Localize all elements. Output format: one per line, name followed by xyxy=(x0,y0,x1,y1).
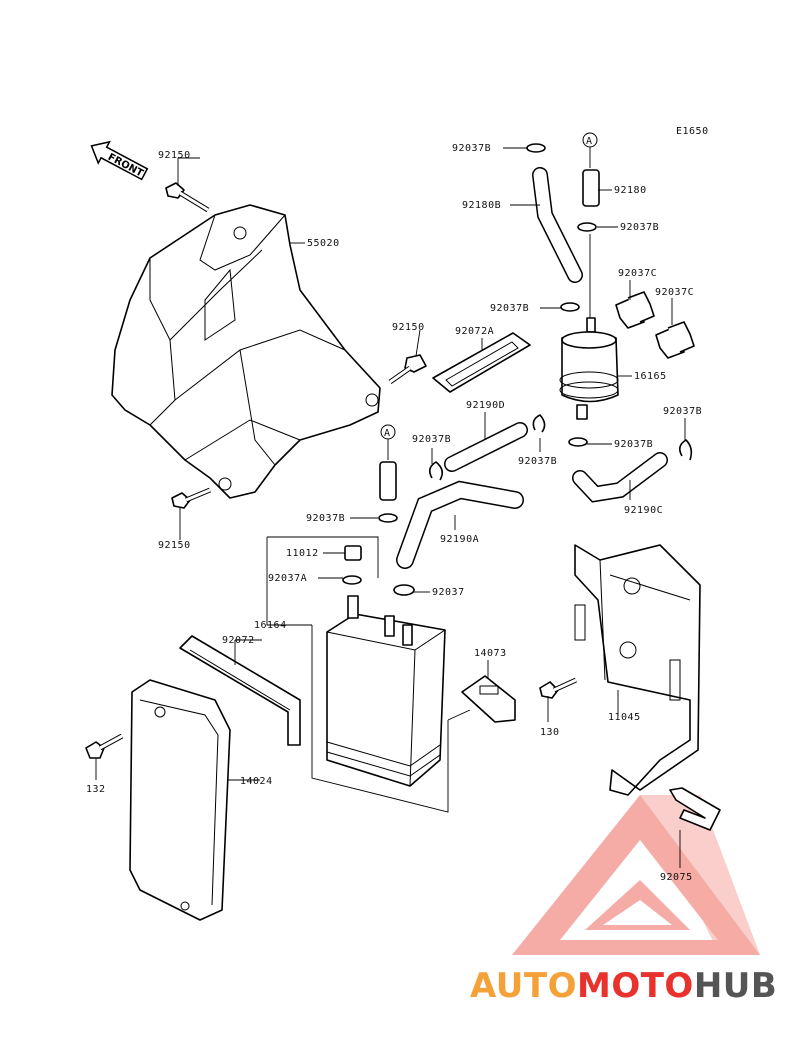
label-92072: 92072 xyxy=(222,635,255,646)
label-92037c-2: 92037C xyxy=(655,287,694,298)
canister-16164 xyxy=(326,595,446,787)
bolt-92150-bot xyxy=(171,487,211,509)
label-16164: 16164 xyxy=(254,620,287,631)
label-92037b-2: 92037B xyxy=(620,222,659,233)
label-92180: 92180 xyxy=(614,185,647,196)
part-labels: 92150 55020 92150 92150 92037B 92180 921… xyxy=(86,143,702,883)
cover-55020 xyxy=(111,204,381,499)
label-92037b-3: 92037B xyxy=(490,303,529,314)
hose-92190a xyxy=(396,480,524,569)
clip-92037b-5 xyxy=(532,414,546,433)
label-92190a: 92190A xyxy=(440,534,479,545)
bolt-92150-top xyxy=(165,182,210,213)
label-92180b: 92180B xyxy=(462,200,501,211)
watermark-moto: MOTO xyxy=(577,966,694,1006)
cap-11012 xyxy=(344,545,362,561)
clip-92037b-3 xyxy=(560,302,580,312)
diagram-code: E1650 xyxy=(676,126,709,137)
clip-92037a xyxy=(342,575,362,585)
label-92150-bot: 92150 xyxy=(158,540,191,551)
label-92037b-5: 92037B xyxy=(518,456,557,467)
watermark-logo xyxy=(512,795,760,955)
label-92037b-7: 92037B xyxy=(663,406,702,417)
label-92150-mid: 92150 xyxy=(392,322,425,333)
hose-92190d xyxy=(444,422,528,472)
label-92150-top: 92150 xyxy=(158,150,191,161)
label-11045: 11045 xyxy=(608,712,641,723)
clip-92037b-2 xyxy=(577,222,597,232)
clamp-92037c-1 xyxy=(615,291,655,329)
watermark-auto: AUTO xyxy=(470,966,577,1006)
clamp-92037c-2 xyxy=(655,321,695,359)
strap-92072 xyxy=(179,635,301,746)
clip-92037b-6 xyxy=(568,437,588,447)
label-92037b-1: 92037B xyxy=(452,143,491,154)
hose-92180 xyxy=(582,169,600,207)
label-16165: 16165 xyxy=(634,371,667,382)
label-92190d: 92190D xyxy=(466,400,505,411)
filter-16165 xyxy=(559,317,619,420)
clip-92037 xyxy=(393,584,415,596)
leader-lines xyxy=(95,147,686,868)
clip-92037b-8 xyxy=(378,513,398,523)
front-label: FRONT xyxy=(106,152,145,180)
watermark-hub: HUB xyxy=(694,966,777,1006)
clip-92037b-4 xyxy=(428,461,444,481)
label-132: 132 xyxy=(86,784,106,795)
clip-92037b-1 xyxy=(526,143,546,153)
label-92037b-4: 92037B xyxy=(412,434,451,445)
pipe-a-center xyxy=(379,461,397,501)
front-arrow-icon: FRONT xyxy=(90,140,149,181)
connector-14073 xyxy=(461,675,516,723)
callout-a-top: A xyxy=(582,132,598,168)
svg-text:A: A xyxy=(384,428,391,439)
bracket-11045 xyxy=(574,544,701,796)
cover-14024 xyxy=(129,679,231,921)
clip-92037b-7 xyxy=(678,439,693,461)
bolt-92150-mid xyxy=(388,354,427,385)
callout-a-mid: A xyxy=(380,424,396,460)
strap-92072a xyxy=(432,332,531,393)
label-92075: 92075 xyxy=(660,872,693,883)
label-92072a: 92072A xyxy=(455,326,494,337)
clip-92075 xyxy=(669,787,721,831)
label-92037a: 92037A xyxy=(268,573,307,584)
label-130: 130 xyxy=(540,727,560,738)
label-92190c: 92190C xyxy=(624,505,663,516)
bolt-132 xyxy=(85,733,124,759)
hose-92180b xyxy=(532,167,583,283)
label-92037b-6: 92037B xyxy=(614,439,653,450)
label-11012: 11012 xyxy=(286,548,319,559)
svg-text:A: A xyxy=(586,136,593,147)
watermark-text: AUTOMOTOHUB xyxy=(470,966,777,1006)
bolt-130 xyxy=(539,677,578,699)
label-14073: 14073 xyxy=(474,648,507,659)
label-92037c-1: 92037C xyxy=(618,268,657,279)
label-55020: 55020 xyxy=(307,238,340,249)
label-14024: 14024 xyxy=(240,776,273,787)
label-92037: 92037 xyxy=(432,587,465,598)
hose-92190c xyxy=(572,452,668,503)
label-92037b-8: 92037B xyxy=(306,513,345,524)
